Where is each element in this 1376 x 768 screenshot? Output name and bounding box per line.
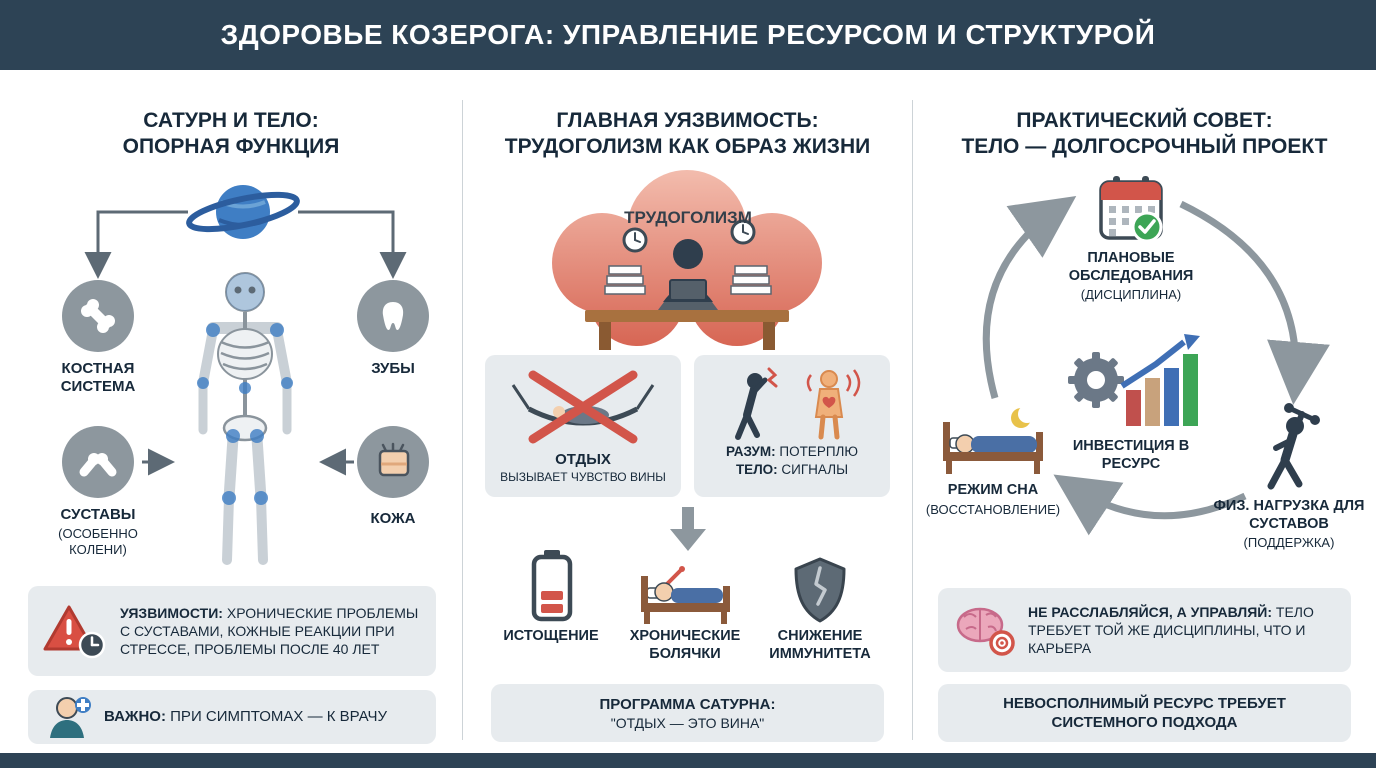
- saturn-icon: [186, 185, 300, 239]
- bones-circle: [62, 280, 134, 352]
- human-skeleton-figure: [197, 272, 293, 565]
- exercise-label: ФИЗ. НАГРУЗКА ДЛЯ СУСТАВОВ (ПОДДЕРЖКА): [1213, 498, 1365, 551]
- vulnerabilities-box: УЯЗВИМОСТИ: ХРОНИЧЕСКИЕ ПРОБЛЕМЫ С СУСТА…: [28, 586, 436, 676]
- program-line1: ПРОГРАММА САТУРНА:: [599, 695, 776, 713]
- joints-label: СУСТАВЫ (ОСОБЕННО КОЛЕНИ): [18, 506, 178, 557]
- cloud-worker-icon: [552, 170, 822, 350]
- skin-icon: [378, 442, 410, 477]
- footer-bar: [0, 753, 1376, 768]
- sleep-sublabel: (ВОССТАНОВЛЕНИЕ): [925, 501, 1061, 517]
- vulnerabilities-text: УЯЗВИМОСТИ: ХРОНИЧЕСКИЕ ПРОБЛЕМЫ С СУСТА…: [120, 604, 419, 658]
- care-cycle-diagram: ПЛАНОВЫЕ ОБСЛЕДОВАНИЯ (ДИСЦИПЛИНА): [913, 166, 1376, 562]
- immunity-label: СНИЖЕНИЕ ИММУНИТЕТА: [769, 628, 871, 662]
- teeth-circle: [357, 280, 429, 352]
- doctor-text: ВАЖНО: ПРИ СИМПТОМАХ — К ВРАЧУ: [104, 708, 388, 726]
- workaholism-column-title: ГЛАВНАЯ УЯЗВИМОСТЬ: ТРУДОГОЛИЗМ КАК ОБРА…: [504, 109, 871, 159]
- tooth-icon: [382, 302, 404, 330]
- joints-sublabel: (ОСОБЕННО КОЛЕНИ): [58, 526, 138, 557]
- workaholism-cloud: ТРУДОГОЛИЗМ: [527, 168, 849, 358]
- cycle-arrows: [982, 196, 1330, 536]
- doctor-box: ВАЖНО: ПРИ СИМПТОМАХ — К ВРАЧУ: [28, 690, 436, 744]
- bone-icon: [81, 299, 115, 333]
- rest-card-text: ВЫЗЫВАЕТ ЧУВСТВО ВИНЫ: [500, 470, 666, 484]
- teeth-label: ЗУБЫ: [371, 360, 415, 377]
- manage-box: НЕ РАССЛАБЛЯЙСЯ, А УПРАВЛЯЙ: ТЕЛО ТРЕБУЕ…: [938, 588, 1351, 672]
- workaholism-column: ГЛАВНАЯ УЯЗВИМОСТЬ: ТРУДОГОЛИЗМ КАК ОБРА…: [463, 70, 912, 752]
- saturn-program-box: ПРОГРАММА САТУРНА: "ОТДЫХ — ЭТО ВИНА": [491, 684, 884, 742]
- resource-box: НЕВОСПОЛНИМЫЙ РЕСУРС ТРЕБУЕТ СИСТЕМНОГО …: [938, 684, 1351, 742]
- header-bar: ЗДОРОВЬЕ КОЗЕРОГА: УПРАВЛЕНИЕ РЕСУРСОМ И…: [0, 0, 1376, 70]
- column-divider: [462, 100, 463, 740]
- checkups-label: ПЛАНОВЫЕ ОБСЛЕДОВАНИЯ (ДИСЦИПЛИНА): [1051, 250, 1211, 303]
- checkups-sublabel: (ДИСЦИПЛИНА): [1080, 287, 1182, 303]
- down-arrow-icon: [670, 507, 706, 551]
- skin-circle: [357, 426, 429, 498]
- program-line2: "ОТДЫХ — ЭТО ВИНА": [610, 714, 765, 731]
- calendar-checkup-icon: [1099, 176, 1163, 243]
- sleep-bed-icon: [943, 405, 1043, 474]
- exercise-sublabel: (ПОДДЕРЖКА): [1243, 535, 1335, 551]
- mind-body-icon: [735, 367, 861, 440]
- skin-label: КОЖА: [370, 510, 416, 527]
- exhaustion-label: ИСТОЩЕНИЕ: [503, 628, 599, 644]
- rest-card-title: ОТДЫХ: [555, 451, 611, 468]
- doctor-icon: [50, 697, 91, 738]
- exercise-icon: [1267, 403, 1320, 490]
- no-rest-hammock-icon: [511, 370, 655, 444]
- warning-clock-icon: [43, 605, 106, 659]
- battery-low-icon: [531, 550, 573, 622]
- broken-shield-icon: [794, 557, 846, 623]
- investment-label: ИНВЕСТИЦИЯ В РЕСУРС: [1072, 438, 1190, 472]
- sickbed-icon: [641, 566, 730, 624]
- rest-guilt-card: ОТДЫХ ВЫЗЫВАЕТ ЧУВСТВО ВИНЫ: [485, 355, 681, 497]
- connector-lines: [84, 210, 407, 476]
- advice-column-title: ПРАКТИЧЕСКИЙ СОВЕТ: ТЕЛО — ДОЛГОСРОЧНЫЙ …: [961, 109, 1328, 159]
- bones-label: КОСТНАЯ СИСТЕМА: [60, 360, 136, 396]
- saturn-column-title: САТУРН И ТЕЛО: ОПОРНАЯ ФУНКЦИЯ: [122, 109, 340, 159]
- saturn-column: САТУРН И ТЕЛО: ОПОРНАЯ ФУНКЦИЯ: [0, 70, 462, 752]
- cloud-label: ТРУДОГОЛИЗМ: [624, 208, 752, 227]
- page-title: ЗДОРОВЬЕ КОЗЕРОГА: УПРАВЛЕНИЕ РЕСУРСОМ И…: [220, 19, 1156, 50]
- brain-target-icon: [956, 607, 1015, 656]
- mind-line: РАЗУМ: ПОТЕРПЛЮ: [725, 444, 859, 459]
- resource-text: НЕВОСПОЛНИМЫЙ РЕСУРС ТРЕБУЕТ СИСТЕМНОГО …: [1003, 694, 1286, 732]
- joint-icon: [79, 453, 117, 477]
- chronic-illness-label: ХРОНИЧЕСКИЕ БОЛЯЧКИ: [629, 628, 741, 662]
- gear-chart-icon: [1068, 334, 1200, 426]
- column-divider: [912, 100, 913, 740]
- mind-body-card: РАЗУМ: ПОТЕРПЛЮ ТЕЛО: СИГНАЛЫ: [694, 355, 890, 497]
- advice-column: ПРАКТИЧЕСКИЙ СОВЕТ: ТЕЛО — ДОЛГОСРОЧНЫЙ …: [913, 70, 1376, 752]
- manage-text: НЕ РАССЛАБЛЯЙСЯ, А УПРАВЛЯЙ: ТЕЛО ТРЕБУЕ…: [1028, 603, 1314, 657]
- body-line: ТЕЛО: СИГНАЛЫ: [735, 462, 849, 478]
- sleep-label: РЕЖИМ СНА (ВОССТАНОВЛЕНИЕ): [913, 482, 1073, 517]
- joints-circle: [62, 426, 134, 498]
